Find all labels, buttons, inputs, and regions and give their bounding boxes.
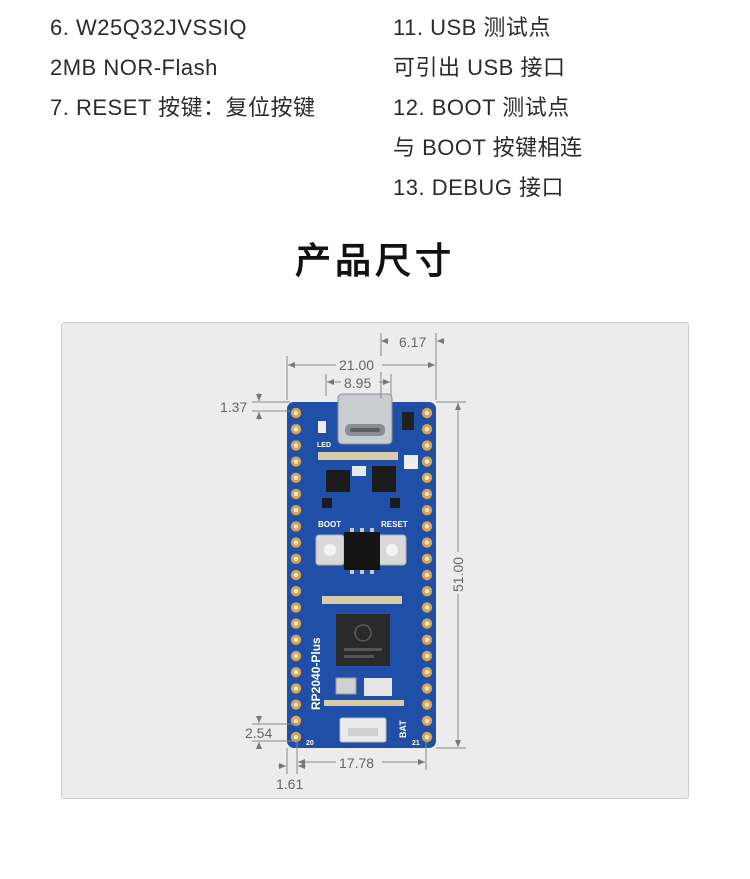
gpio-pad-hole: [424, 427, 430, 432]
led: [318, 421, 326, 433]
svg-text:2.54: 2.54: [245, 725, 272, 741]
list-line: 与 BOOT 按键相连: [393, 135, 583, 160]
gpio-pad-hole: [424, 443, 430, 448]
gpio-pad-hole: [293, 718, 299, 723]
gpio-pad-hole: [424, 475, 430, 480]
gpio-pad-hole: [424, 459, 430, 464]
gpio-pad-hole: [293, 540, 299, 545]
gpio-pad-hole: [424, 686, 430, 691]
pin-20-label: 20: [306, 740, 314, 747]
feature-list-left: 6. W25Q32JVSSIQ 2MB NOR-Flash 7. RESET 按…: [50, 8, 316, 128]
pin-21-label: 21: [412, 740, 420, 747]
gpio-pad-hole: [424, 572, 430, 578]
gpio-pad-hole: [293, 653, 299, 659]
gpio-pad-hole: [293, 670, 299, 675]
gpio-pad-hole: [293, 524, 299, 529]
svg-text:17.78: 17.78: [339, 755, 374, 771]
svg-text:1.61: 1.61: [276, 776, 303, 792]
gpio-pad-hole: [424, 702, 430, 707]
list-line: 2MB NOR-Flash: [50, 55, 218, 80]
boot-label: BOOT: [318, 520, 341, 529]
gpio-pad-hole: [424, 621, 430, 626]
gpio-pad-hole: [424, 637, 430, 642]
dim-8-95: 8.95: [325, 374, 392, 396]
gpio-pad-hole: [293, 734, 299, 740]
gpio-pad-hole: [424, 508, 430, 513]
list-line: 12. BOOT 测试点: [393, 95, 570, 120]
board-name-silkscreen: RP2040-Plus: [309, 637, 323, 710]
chip: [326, 470, 350, 492]
gpio-pad-hole: [424, 653, 430, 659]
pcb-body: [287, 402, 436, 748]
dim-1-61: 1.61: [276, 748, 306, 792]
led-label: LED: [317, 442, 331, 449]
dim-1-37: 1.37: [220, 393, 290, 420]
component: [352, 466, 366, 476]
crystal: [335, 677, 357, 695]
component: [364, 678, 392, 696]
list-line: 11. USB 测试点: [393, 15, 551, 40]
svg-text:6.17: 6.17: [399, 334, 426, 350]
dim-21-00: 21.00: [286, 356, 437, 400]
gpio-pad-hole: [424, 540, 430, 545]
gpio-pad-hole: [424, 718, 430, 723]
gpio-pad-hole: [293, 556, 299, 561]
gpio-pad-hole: [293, 427, 299, 432]
gpio-pad-hole: [293, 637, 299, 642]
gpio-pad-rows: [290, 407, 433, 743]
gpio-pad-hole: [293, 589, 299, 594]
flash-chip: [344, 532, 380, 570]
rp2040-chip: [336, 614, 390, 666]
gpio-pad-hole: [293, 459, 299, 464]
list-line: 可引出 USB 接口: [393, 55, 566, 80]
svg-text:1.37: 1.37: [220, 399, 247, 415]
component-row: [318, 452, 398, 460]
component: [402, 412, 414, 430]
gpio-pad-hole: [424, 524, 430, 529]
gpio-pad-hole: [293, 621, 299, 626]
gpio-pad-hole: [424, 589, 430, 594]
gpio-pad-hole: [293, 508, 299, 513]
gpio-pad-hole: [293, 475, 299, 480]
dim-17-78: 17.78: [296, 740, 427, 771]
section-heading: 产品尺寸: [294, 240, 455, 281]
gpio-pad-hole: [293, 410, 299, 416]
reset-label: RESET: [381, 520, 408, 529]
gpio-pad-hole: [424, 491, 430, 497]
gpio-pad-hole: [293, 686, 299, 691]
list-line: 7. RESET 按键：复位按键: [50, 95, 316, 120]
raspberry-logo-icon: [354, 624, 372, 642]
gpio-pad-hole: [424, 734, 430, 740]
gpio-pad-hole: [424, 605, 430, 610]
dim-51-00: 51.00: [436, 401, 466, 749]
bat-label: BAT: [398, 720, 408, 738]
component: [404, 455, 418, 469]
chip: [372, 466, 396, 492]
gpio-pad-hole: [293, 491, 299, 497]
gpio-pad-hole: [293, 605, 299, 610]
list-line: 13. DEBUG 接口: [393, 175, 565, 200]
gpio-pad-hole: [424, 410, 430, 416]
svg-text:51.00: 51.00: [450, 557, 466, 592]
component-row: [322, 596, 402, 604]
list-line: 6. W25Q32JVSSIQ: [50, 15, 248, 40]
gpio-pad-hole: [293, 572, 299, 578]
rp2040-plus-board: LED BOOT RESET: [287, 393, 436, 748]
usb-c-connector: [337, 393, 393, 445]
gpio-pad-hole: [424, 670, 430, 675]
feature-list-right: 11. USB 测试点 可引出 USB 接口 12. BOOT 测试点 与 BO…: [393, 8, 583, 208]
svg-text:8.95: 8.95: [344, 375, 371, 391]
gpio-pad-hole: [424, 556, 430, 561]
gpio-pad-hole: [293, 443, 299, 448]
dim-2-54: 2.54: [245, 716, 297, 749]
svg-text:21.00: 21.00: [339, 357, 374, 373]
gpio-pad-hole: [293, 702, 299, 707]
